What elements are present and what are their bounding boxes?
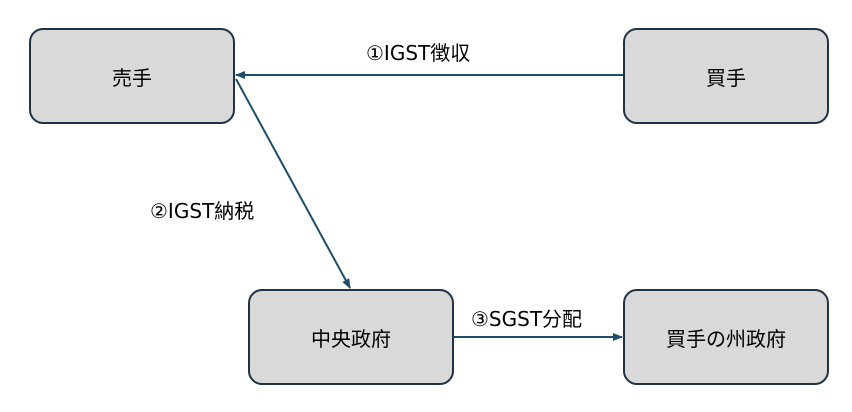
buyer-state-government-label: 買手の州政府	[666, 326, 786, 351]
buyer-label: 買手	[706, 65, 746, 90]
seller-label: 売手	[112, 65, 152, 90]
buyer-node: 買手	[623, 28, 829, 124]
igst-payment-label: ②IGST納税	[150, 199, 255, 223]
igst-collection-label: ①IGST徴収	[366, 41, 471, 65]
central-government-label: 中央政府	[311, 326, 391, 351]
sgst-distribution-label: ③SGST分配	[471, 307, 583, 331]
buyer-state-government-node: 買手の州政府	[623, 289, 829, 385]
arrow-seller-to-central-gov	[235, 78, 351, 289]
seller-node: 売手	[29, 28, 235, 124]
central-government-node: 中央政府	[248, 289, 454, 385]
